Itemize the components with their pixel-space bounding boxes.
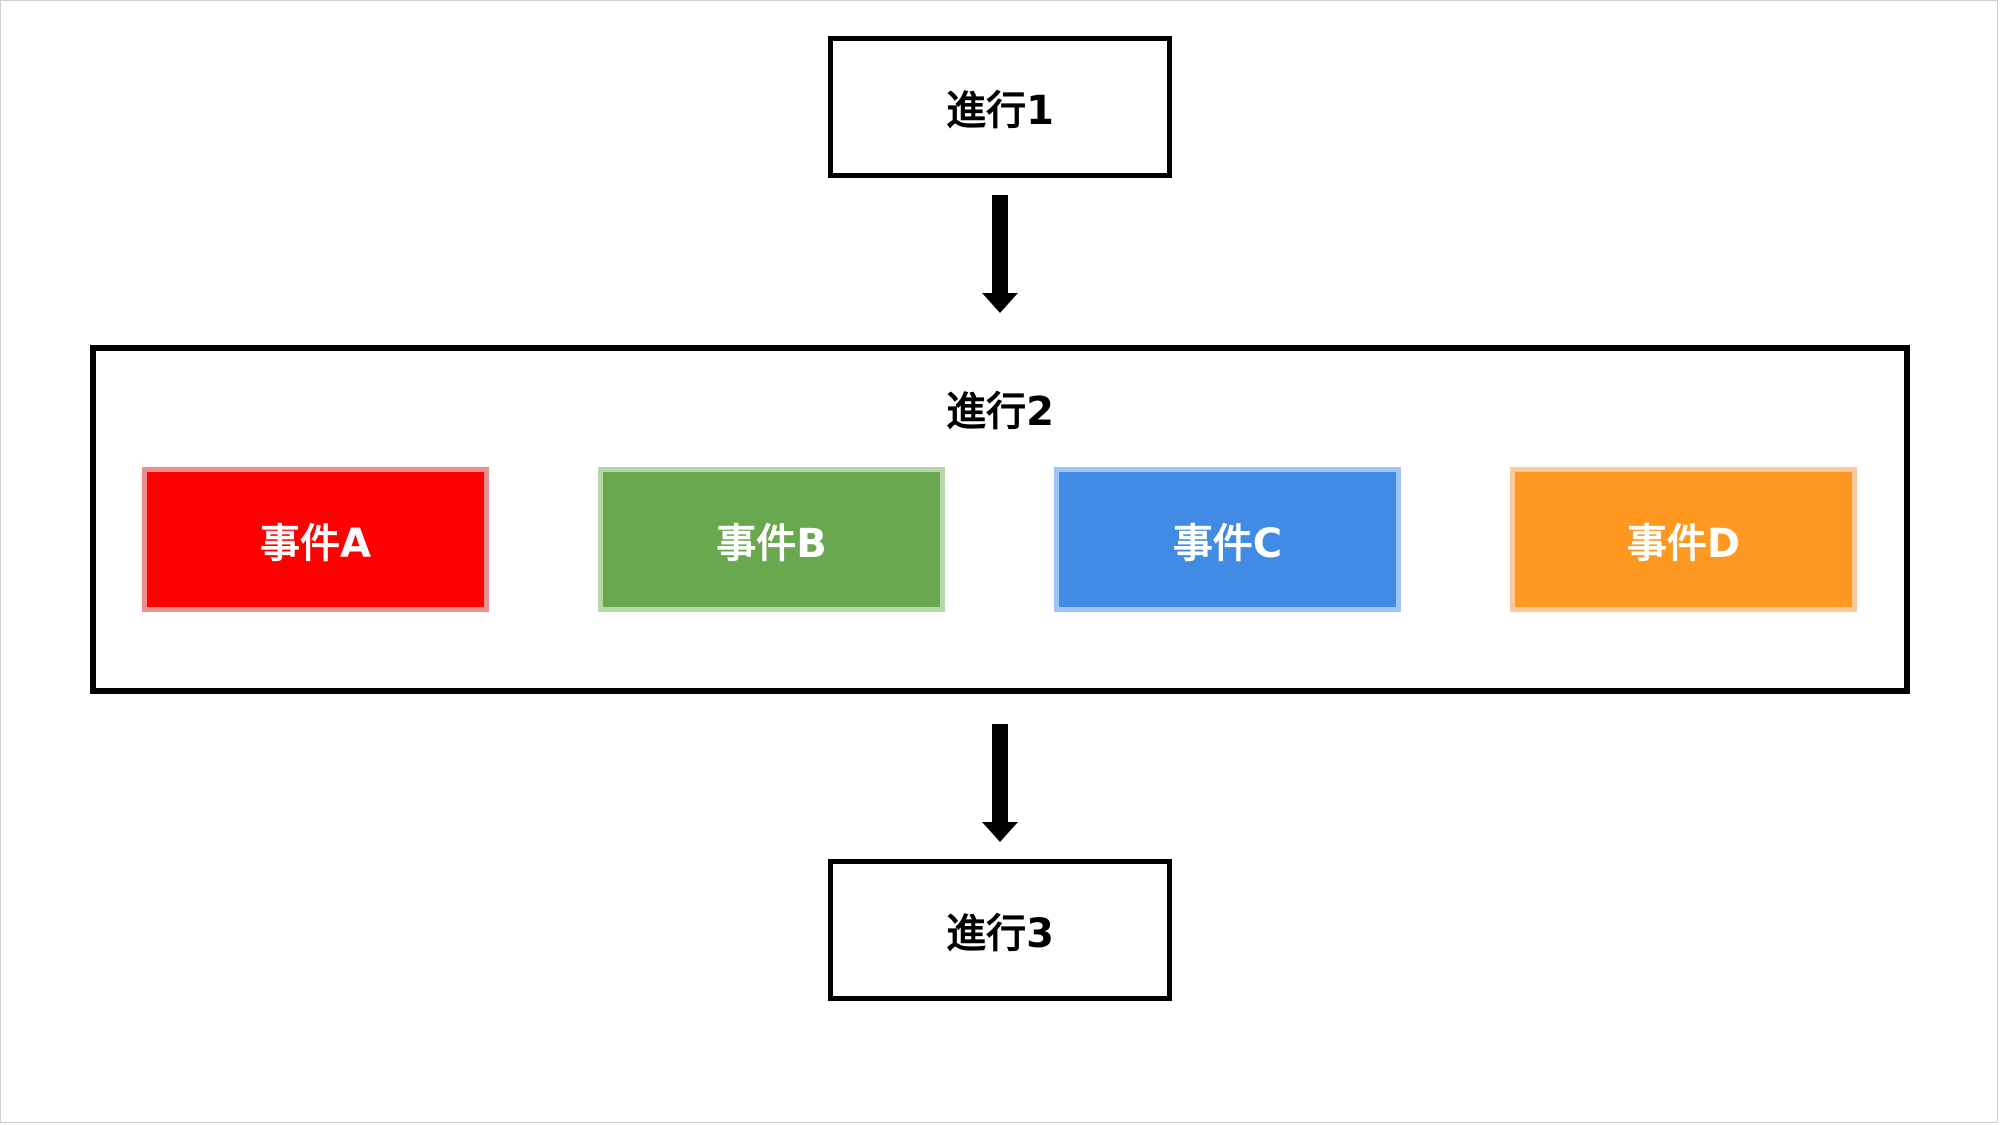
step-3-label: 進行3 — [946, 911, 1054, 957]
event-d-label: 事件D — [1626, 520, 1741, 567]
event-a-box: 事件A — [142, 467, 489, 612]
event-d-box: 事件D — [1510, 467, 1857, 612]
step-2-label: 進行2 — [946, 389, 1054, 435]
event-b-label: 事件B — [716, 520, 827, 567]
event-a-label: 事件A — [260, 520, 371, 567]
arrow-down-icon — [982, 195, 1018, 315]
step-1-label: 進行1 — [946, 88, 1054, 134]
event-c-label: 事件C — [1172, 520, 1283, 567]
step-1-box: 進行1 — [828, 36, 1172, 178]
step-2-group: 進行2 事件A 事件B 事件C 事件D — [90, 345, 1910, 694]
arrow-down-icon — [982, 724, 1018, 844]
event-c-box: 事件C — [1054, 467, 1401, 612]
step-3-box: 進行3 — [828, 859, 1172, 1001]
event-b-box: 事件B — [598, 467, 945, 612]
